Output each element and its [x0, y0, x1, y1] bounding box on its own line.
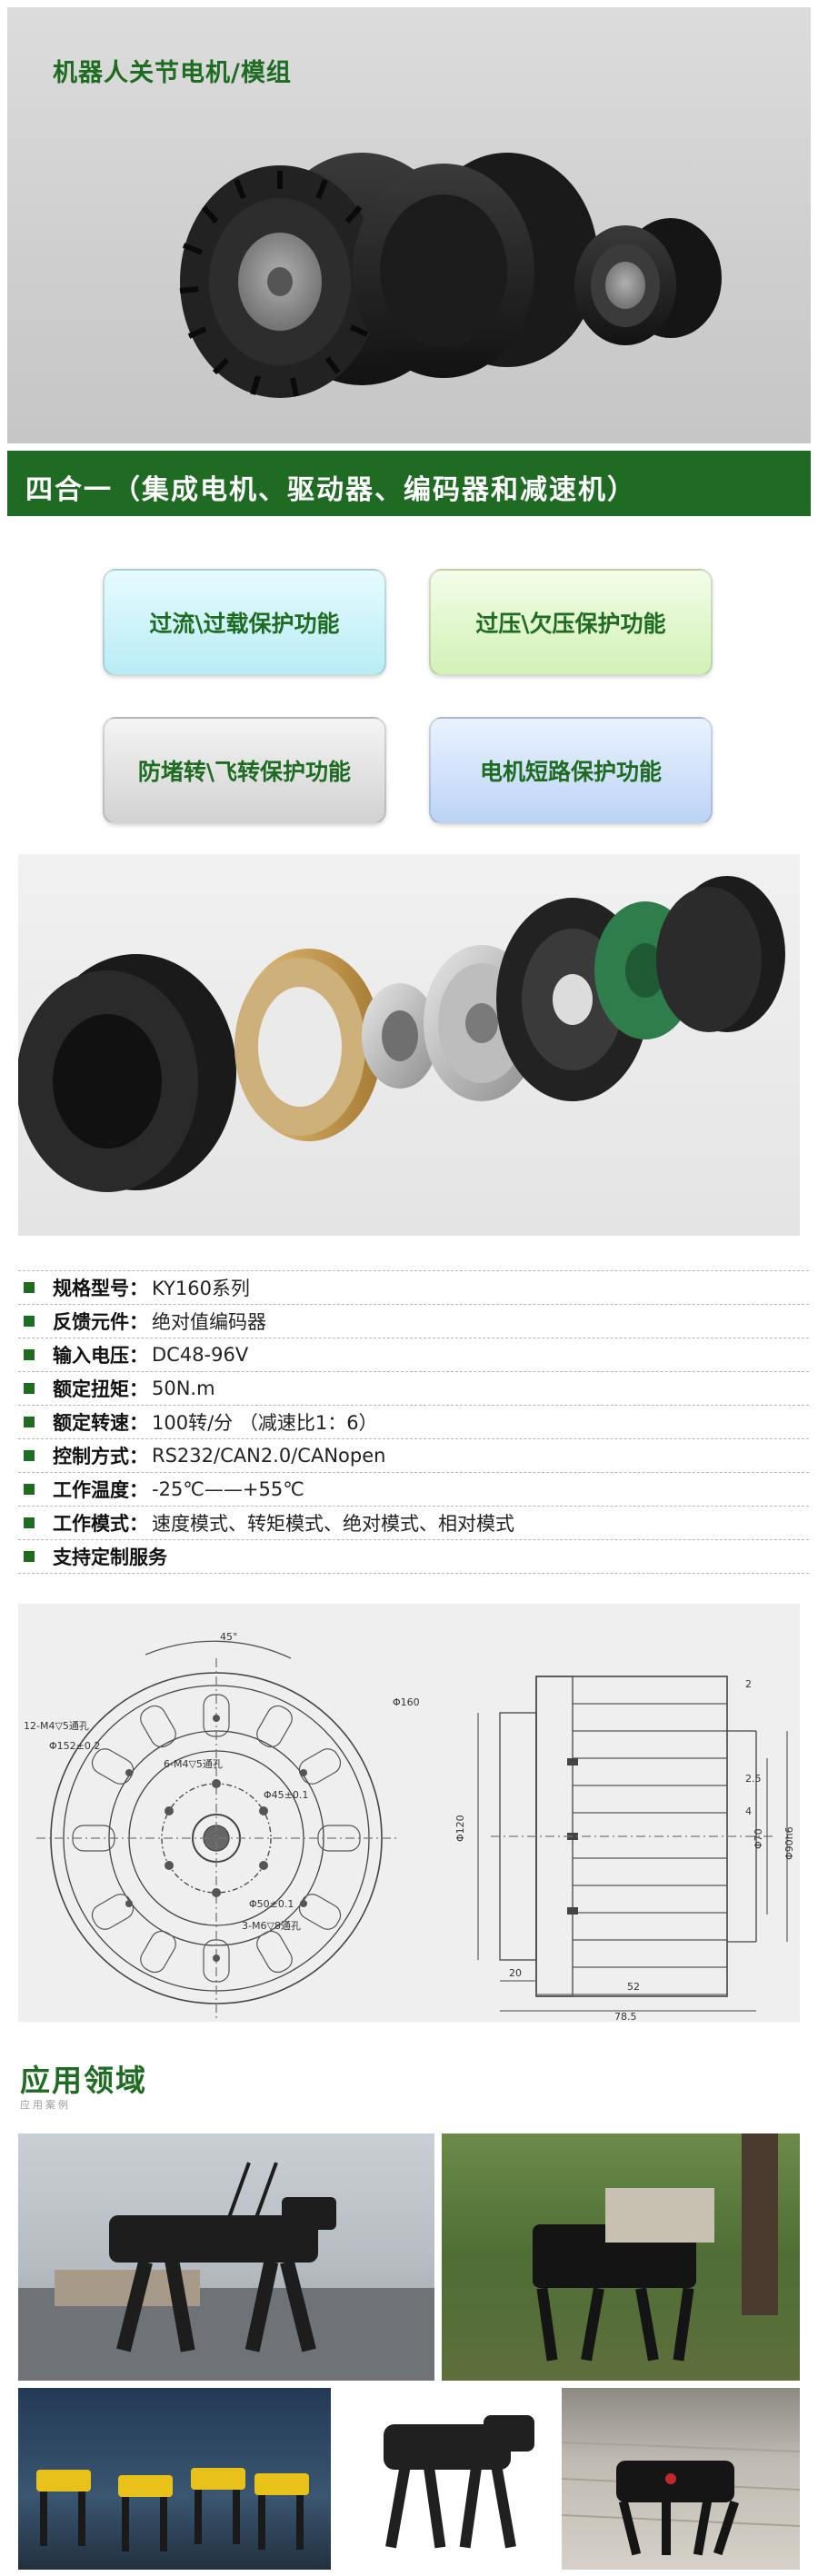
dim-d160: Φ160 — [393, 1696, 420, 1708]
dim-2: 2 — [745, 1678, 752, 1690]
spec-label: 工作温度： — [53, 1479, 148, 1501]
dim-52: 52 — [627, 1981, 640, 1993]
dim-angle: 45° — [220, 1631, 238, 1643]
dim-d45: Φ45±0.1 — [264, 1789, 308, 1801]
spec-value: -25℃——+55℃ — [152, 1478, 304, 1500]
banner-text: 四合一（集成电机、驱动器、编码器和减速机） — [25, 474, 636, 506]
feature-overcurrent: 过流\过载保护功能 — [103, 569, 386, 676]
photo-robot-dog-1 — [18, 2133, 434, 2381]
dim-holes-inner: 6-M4▽5通孔 — [164, 1758, 223, 1770]
front-view — [36, 1640, 396, 2018]
feature-stall-protection: 防堵转\飞转保护功能 — [103, 717, 386, 824]
hero-title: 机器人关节电机/模组 — [53, 59, 292, 87]
spec-label: 工作模式： — [53, 1513, 148, 1535]
spec-label: 额定转速： — [53, 1412, 148, 1434]
exploded-view-image — [16, 854, 800, 1236]
bullet-square-icon — [24, 1517, 35, 1528]
spec-value: DC48-96V — [152, 1344, 249, 1366]
bullet-square-icon — [24, 1316, 35, 1327]
spec-label: 规格型号： — [53, 1278, 148, 1299]
application-subtitle: 应用案例 — [20, 2099, 71, 2111]
dim-78-5: 78.5 — [614, 2011, 637, 2022]
bullet-square-icon — [24, 1417, 35, 1427]
spec-row: 额定转速： 100转/分 （减速比1：6） — [18, 1406, 809, 1439]
spec-value: 100转/分 （减速比1：6） — [152, 1412, 378, 1434]
dim-d152: Φ152±0.2 — [49, 1740, 100, 1752]
spec-label: 控制方式： — [53, 1446, 148, 1467]
spec-label: 反馈元件： — [53, 1311, 148, 1333]
hero-image: 机器人关节电机/模组 — [7, 7, 811, 443]
spec-row: 反馈元件： 绝对值编码器 — [18, 1305, 809, 1338]
motor-products-image — [179, 153, 722, 398]
feature-overvoltage: 过压\欠压保护功能 — [429, 569, 713, 676]
dim-2-5: 2.5 — [745, 1773, 762, 1785]
spec-row: 输入电压： DC48-96V — [18, 1338, 809, 1372]
spec-value: RS232/CAN2.0/CANopen — [152, 1445, 386, 1467]
dim-holes-small: 3-M6▽8通孔 — [242, 1920, 301, 1932]
four-in-one-banner: 四合一（集成电机、驱动器、编码器和减速机） — [7, 451, 811, 516]
spec-value: 绝对值编码器 — [152, 1311, 266, 1333]
spec-value: 速度模式、转矩模式、绝对模式、相对模式 — [152, 1513, 514, 1535]
dim-d50: Φ50±0.1 — [249, 1898, 294, 1910]
photo-black-robot-dog — [338, 2388, 554, 2570]
spec-list: 规格型号： KY160系列 反馈元件： 绝对值编码器 输入电压： DC48-96… — [18, 1270, 809, 1574]
spec-label: 支持定制服务 — [53, 1547, 167, 1568]
photo-robot-on-stairs — [562, 2388, 800, 2570]
spec-row: 支持定制服务 — [18, 1540, 809, 1574]
feature-short-circuit: 电机短路保护功能 — [429, 717, 713, 824]
application-title: 应用领域 — [20, 2063, 147, 2098]
photo-robot-dog-2 — [442, 2133, 800, 2381]
dim-d120: Φ120 — [454, 1815, 466, 1842]
bullet-square-icon — [24, 1383, 35, 1394]
bullet-square-icon — [24, 1282, 35, 1293]
spec-row: 额定扭矩： 50N.m — [18, 1372, 809, 1406]
bullet-square-icon — [24, 1551, 35, 1562]
spec-row: 工作温度： -25℃——+55℃ — [18, 1473, 809, 1507]
spec-value: 50N.m — [152, 1378, 215, 1399]
technical-drawing: 45° 12-M4▽5通孔 Φ152±0.2 Φ160 6-M4▽5通孔 Φ45… — [18, 1604, 800, 2023]
dim-20: 20 — [509, 1967, 522, 1979]
bullet-square-icon — [24, 1349, 35, 1360]
side-view — [477, 1676, 788, 2012]
dim-4: 4 — [745, 1805, 752, 1817]
spec-row: 规格型号： KY160系列 — [18, 1270, 809, 1305]
spec-row: 控制方式： RS232/CAN2.0/CANopen — [18, 1439, 809, 1473]
spec-value: KY160系列 — [152, 1278, 250, 1299]
spec-label: 额定扭矩： — [53, 1378, 148, 1400]
photo-yellow-robots — [18, 2388, 331, 2570]
spec-row: 工作模式： 速度模式、转矩模式、绝对模式、相对模式 — [18, 1507, 809, 1540]
dim-holes-outer: 12-M4▽5通孔 — [24, 1720, 89, 1732]
dim-d90: Φ90h6 — [783, 1826, 795, 1860]
dim-d70: Φ70 — [753, 1828, 764, 1849]
spec-label: 输入电压： — [53, 1345, 148, 1367]
bullet-square-icon — [24, 1484, 35, 1495]
bullet-square-icon — [24, 1450, 35, 1461]
